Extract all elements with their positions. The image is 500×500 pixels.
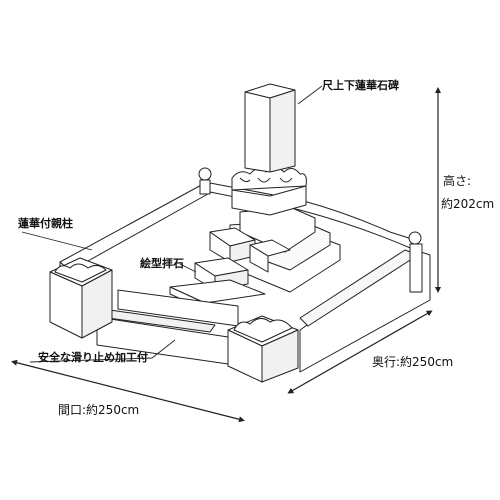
label-frontage: 間口:約250cm: [58, 403, 140, 417]
label-height-value: 約202cm: [441, 197, 495, 211]
front-right-pillar: [227, 315, 299, 383]
depth-arrow: [287, 310, 433, 394]
back-right-post: [408, 231, 423, 293]
label-worship-stone: 絵型拝石: [140, 257, 184, 270]
label-top-stone: 尺上下蓮華石碑: [322, 79, 399, 92]
leader-side-pillar: [21, 231, 93, 251]
incense-holder-right: [249, 239, 291, 273]
label-side-pillar: 蓮華付親柱: [18, 217, 73, 230]
middle-block: [231, 185, 307, 216]
front-left-pillar: [49, 257, 113, 339]
leader-anti-slip: [29, 339, 176, 363]
leader-top-stone: [297, 85, 323, 105]
leader-worship-stone: [179, 263, 197, 273]
front-steps: [96, 289, 239, 365]
worship-stone: [169, 257, 266, 311]
label-anti-slip: 安全な滑り止め加工付: [38, 351, 148, 364]
main-stone: [244, 83, 296, 173]
frontage-arrow: [11, 359, 245, 423]
label-depth: 奥行:約250cm: [372, 355, 454, 369]
label-height-title: 高さ:: [443, 174, 472, 188]
back-left-post: [198, 167, 212, 195]
